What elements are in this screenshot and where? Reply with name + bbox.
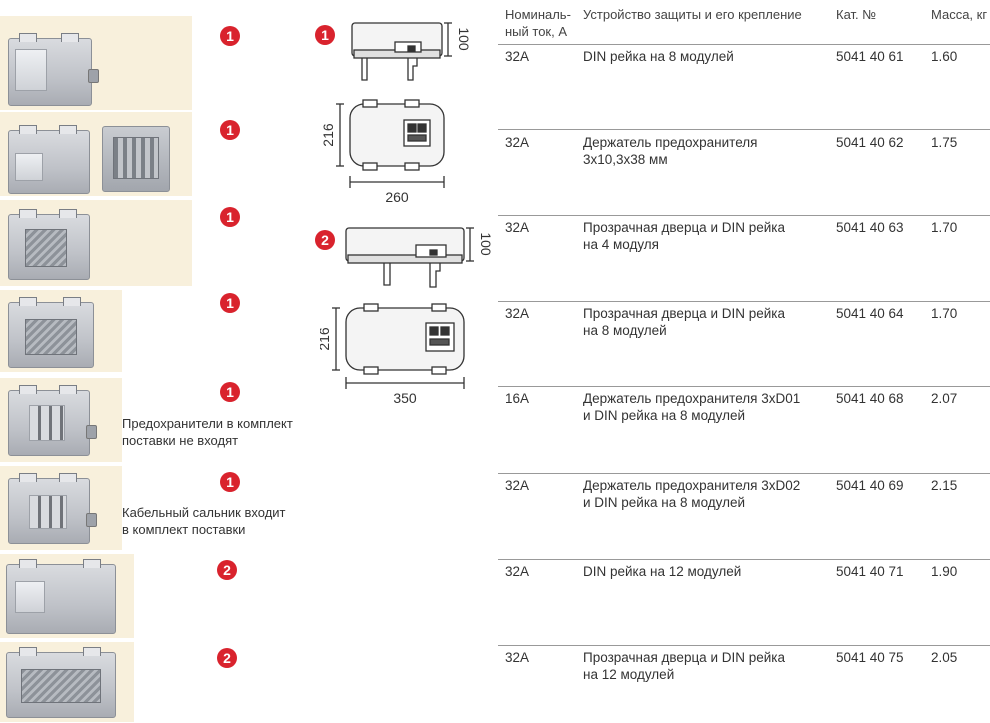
- dim-width: 350: [393, 390, 417, 405]
- cell-mass: 1.75: [931, 135, 958, 150]
- product-photo-6: [0, 466, 122, 550]
- drawing-type1: 100 216 260: [320, 22, 470, 205]
- cell-catalog: 5041 40 69: [836, 478, 904, 493]
- row-divider: [498, 473, 990, 474]
- cell-current: 32A: [505, 306, 530, 321]
- cell-current: 32A: [505, 135, 530, 150]
- cell-catalog: 5041 40 71: [836, 564, 904, 579]
- type-badge: 1: [220, 26, 240, 46]
- row-divider: [498, 44, 990, 45]
- drawing-badge-type2: 2: [315, 230, 335, 250]
- cell-catalog: 5041 40 68: [836, 391, 904, 406]
- dim-depth: 216: [320, 123, 336, 147]
- note-cable-gland-included: Кабельный сальник входит в комплект пост…: [122, 505, 286, 537]
- dim-width: 260: [385, 189, 409, 205]
- header-catalog: Кат. №: [836, 7, 877, 22]
- cell-device: Держатель предохранителя 3xD01 и DIN рей…: [583, 391, 801, 423]
- type-badge: 2: [217, 560, 237, 580]
- row-divider: [498, 301, 990, 302]
- drawing-badge-type1: 1: [315, 25, 335, 45]
- product-photo-3: [0, 200, 192, 286]
- cell-mass: 1.90: [931, 564, 958, 579]
- cell-current: 32A: [505, 478, 530, 493]
- cell-device: Держатель предохранителя 3xD02 и DIN рей…: [583, 478, 801, 510]
- note-fuses-not-included: Предохранители в комплект поставки не вх…: [122, 416, 293, 448]
- cell-catalog: 5041 40 64: [836, 306, 904, 321]
- type-badge: 1: [220, 293, 240, 313]
- row-divider: [498, 215, 990, 216]
- row-divider: [498, 559, 990, 560]
- cell-mass: 1.70: [931, 220, 958, 235]
- type-badge: 1: [220, 472, 240, 492]
- type-badge: 1: [220, 120, 240, 140]
- cell-current: 32A: [505, 220, 530, 235]
- row-divider: [498, 645, 990, 646]
- cell-current: 32A: [505, 49, 530, 64]
- cell-catalog: 5041 40 61: [836, 49, 904, 64]
- product-photo-7: [0, 554, 134, 638]
- type-badge: 2: [217, 648, 237, 668]
- product-photo-5: [0, 378, 122, 462]
- cell-mass: 2.07: [931, 391, 958, 406]
- cell-catalog: 5041 40 62: [836, 135, 904, 150]
- cell-device: Прозрачная дверца и DIN рейка на 4 модул…: [583, 220, 785, 252]
- dim-depth: 216: [320, 327, 332, 351]
- dim-height: 100: [478, 232, 494, 256]
- header-device: Устройство защиты и его крепление: [583, 7, 802, 22]
- cell-mass: 1.60: [931, 49, 958, 64]
- product-photo-2: [0, 112, 192, 196]
- cell-current: 32A: [505, 650, 530, 665]
- top-view: [332, 303, 465, 389]
- cell-device: Прозрачная дверца и DIN рейка на 12 моду…: [583, 650, 785, 682]
- cell-mass: 1.70: [931, 306, 958, 321]
- cell-device: Держатель предохранителя 3x10,3x38 мм: [583, 135, 758, 167]
- product-photo-1: [0, 16, 192, 110]
- cell-catalog: 5041 40 63: [836, 220, 904, 235]
- cell-device: DIN рейка на 12 модулей: [583, 564, 742, 579]
- type-badge: 1: [220, 382, 240, 402]
- cell-mass: 2.15: [931, 478, 958, 493]
- cell-current: 32A: [505, 564, 530, 579]
- type-badge: 1: [220, 207, 240, 227]
- cell-device: DIN рейка на 8 модулей: [583, 49, 734, 64]
- row-divider: [498, 386, 990, 387]
- cell-catalog: 5041 40 75: [836, 650, 904, 665]
- side-view: [351, 22, 452, 81]
- drawing-type2: 100 216 350: [320, 227, 494, 405]
- side-view: [345, 227, 474, 288]
- header-mass: Масса, кг: [931, 7, 988, 22]
- product-photo-8: [0, 642, 134, 722]
- row-divider: [498, 129, 990, 130]
- cell-current: 16A: [505, 391, 530, 406]
- top-view: [336, 99, 445, 188]
- header-current: Номиналь- ный ток, А: [505, 7, 571, 39]
- cell-device: Прозрачная дверца и DIN рейка на 8 модул…: [583, 306, 785, 338]
- product-photo-4: [0, 290, 122, 372]
- cell-mass: 2.05: [931, 650, 958, 665]
- dim-height: 100: [456, 27, 470, 51]
